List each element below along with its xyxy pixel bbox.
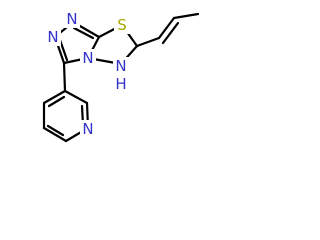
bond-py-c3-c2: [63, 89, 89, 105]
atom-nh-hydrogen: H: [115, 75, 126, 93]
bond-propenyl-terminal: [172, 12, 200, 20]
bond-c8a-n1-double: [72, 26, 95, 40]
bond-py-c4-c3-double: [47, 95, 66, 108]
atom-n-pyridine: N: [82, 120, 93, 138]
bond-n2-c3-double: [58, 38, 69, 62]
bond-py-c4-c3: [42, 89, 67, 105]
structure-canvas: N N N S N H N: [0, 0, 222, 152]
bond-py-c6-c5: [42, 126, 68, 143]
bond-propenyl-double-inner: [161, 21, 180, 45]
bond-c3-pyridine: [62, 61, 67, 93]
atom-n-triazole-2: N: [47, 28, 58, 46]
bond-c6-propenyl: [135, 36, 161, 48]
molecule-structure: N N N S N H N: [42, 10, 200, 143]
atom-n-fused: N: [82, 49, 93, 67]
bond-propenyl-double: [157, 16, 176, 40]
atom-nh-thiadiazole: N: [115, 57, 126, 75]
bond-py-c6-c5-double: [46, 124, 65, 137]
atom-s-thiadiazole: S: [117, 16, 127, 34]
atom-n-triazole-1: N: [66, 10, 77, 28]
